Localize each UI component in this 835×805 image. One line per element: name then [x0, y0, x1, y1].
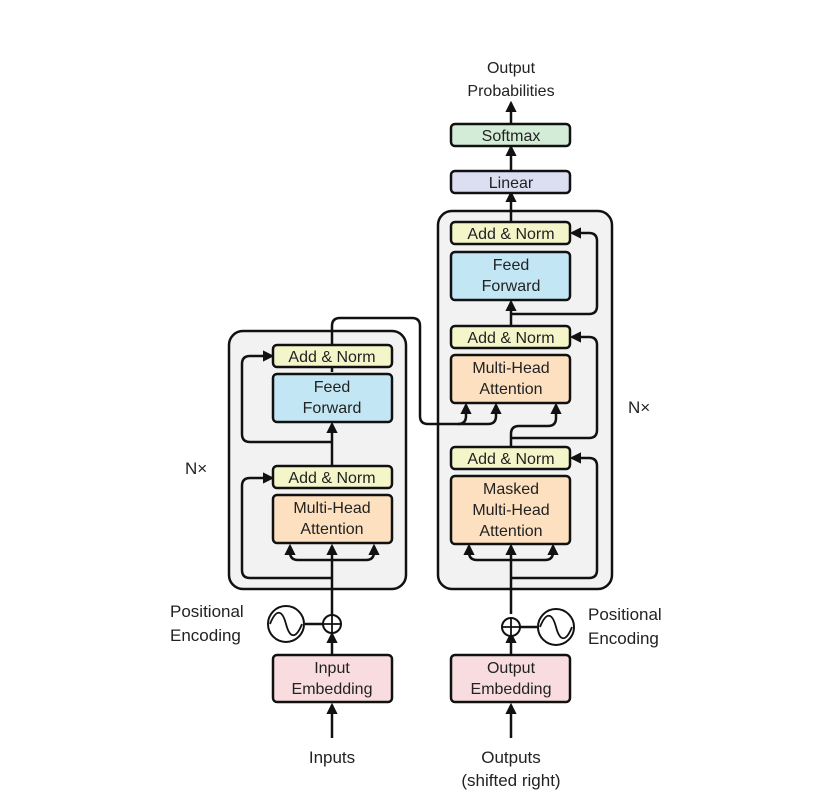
- encoder-stack: [227, 329, 408, 591]
- outputs-label-1: Outputs: [481, 748, 541, 767]
- decoder-positional-sine-icon: [537, 608, 575, 646]
- encoder-feed-forward: [271, 372, 394, 424]
- encoder-add-norm-top: [271, 343, 394, 369]
- decoder-repeat-label: N×: [628, 398, 650, 417]
- decoder-masked-multi-head-attention: [449, 474, 572, 546]
- input-embedding-label-2: Embedding: [292, 681, 373, 698]
- decoder-residual-2: [511, 331, 599, 440]
- encoder-residual-2: [240, 350, 332, 444]
- encoder-attn-branch-right: [332, 543, 380, 562]
- output-embedding-label-1: Output: [487, 660, 536, 677]
- encoder-ff-label-2: Forward: [303, 400, 362, 417]
- decoder-residual-3: [511, 227, 599, 316]
- linear-block: [449, 169, 572, 195]
- encoder-repeat-label: N×: [185, 459, 207, 478]
- decoder-add-norm-mid: [449, 324, 572, 350]
- encoder-positional-label-1: Positional: [170, 602, 244, 621]
- encoder-attn-branch-left: [284, 543, 332, 562]
- encoder-to-decoder-branch: [458, 402, 502, 426]
- decoder-mmha-label-2: Multi-Head: [472, 502, 549, 519]
- output-probabilities-line1: Output: [487, 60, 536, 77]
- decoder-mmha-label-1: Masked: [483, 481, 539, 498]
- encoder-add-norm-top-label: Add & Norm: [288, 349, 375, 366]
- encoder-residual-1: [240, 472, 332, 580]
- inputs-label: Inputs: [309, 748, 355, 767]
- decoder-add-norm-top-label: Add & Norm: [467, 226, 554, 243]
- decoder-ff-label-1: Feed: [493, 257, 529, 274]
- decoder-multi-head-attention: [449, 353, 572, 405]
- encoder-add-norm-bottom-label: Add & Norm: [288, 470, 375, 487]
- decoder-add-norm-bottom: [449, 445, 572, 471]
- output-probabilities-line2: Probabilities: [467, 83, 554, 100]
- encoder-positional-label-2: Encoding: [170, 626, 241, 645]
- decoder-add-norm-top: [449, 220, 572, 246]
- encoder-mha-label-2: Attention: [300, 521, 363, 538]
- softmax-label: Softmax: [482, 128, 541, 145]
- encoder-multi-head-attention: [271, 493, 394, 545]
- output-embedding-label-2: Embedding: [471, 681, 552, 698]
- decoder-mmha-branch-left: [463, 543, 511, 562]
- decoder-positional-label-1: Positional: [588, 605, 662, 624]
- linear-label: Linear: [489, 175, 534, 192]
- decoder-norm-to-mha: [509, 402, 562, 446]
- decoder-mha-label-1: Multi-Head: [472, 360, 549, 377]
- input-embedding-block: [271, 653, 394, 704]
- softmax-block: [449, 122, 572, 148]
- encoder-positional-sine-icon: [267, 605, 305, 643]
- decoder-mha-label-2: Attention: [479, 381, 542, 398]
- encoder-mha-label-1: Multi-Head: [293, 500, 370, 517]
- input-embedding-label-1: Input: [314, 660, 350, 677]
- encoder-add-norm-bottom: [271, 464, 394, 490]
- encoder-ff-label-1: Feed: [314, 379, 350, 396]
- decoder-add-norm-mid-label: Add & Norm: [467, 330, 554, 347]
- decoder-mmha-branch-right: [511, 543, 559, 562]
- decoder-ff-label-2: Forward: [482, 278, 541, 295]
- decoder-feed-forward: [449, 250, 572, 302]
- decoder-residual-1: [511, 452, 599, 580]
- decoder-mmha-label-3: Attention: [479, 523, 542, 540]
- decoder-positional-label-2: Encoding: [588, 629, 659, 648]
- outputs-label-2: (shifted right): [461, 771, 560, 790]
- output-embedding-block: [449, 653, 572, 704]
- decoder-add-norm-bottom-label: Add & Norm: [467, 451, 554, 468]
